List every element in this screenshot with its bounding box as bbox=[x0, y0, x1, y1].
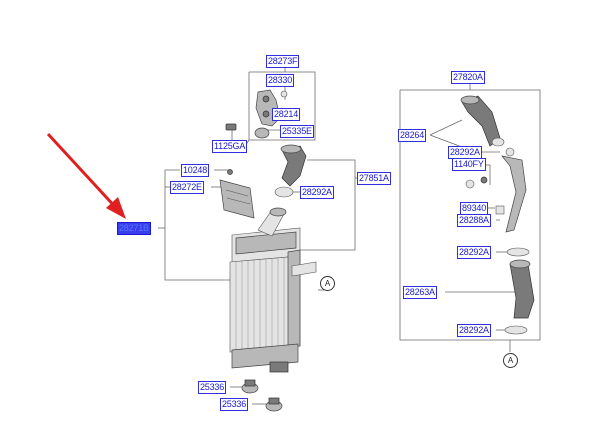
part-label-28271B[interactable]: 28271B bbox=[117, 222, 151, 235]
right-hose-icon bbox=[460, 95, 535, 335]
part-label-28288A[interactable]: 28288A bbox=[457, 214, 491, 227]
part-label-28214[interactable]: 28214 bbox=[272, 108, 301, 121]
air-guide-icon bbox=[219, 169, 255, 219]
part-label-28292A-right-top[interactable]: 28292A bbox=[448, 146, 482, 159]
part-label-28264[interactable]: 28264 bbox=[398, 129, 427, 142]
part-label-25336-lower[interactable]: 25336 bbox=[220, 398, 249, 411]
part-label-28272E[interactable]: 28272E bbox=[170, 181, 204, 194]
intercooler-icon bbox=[229, 207, 317, 373]
part-label-27820A[interactable]: 27820A bbox=[451, 71, 485, 84]
part-label-27851A[interactable]: 27851A bbox=[357, 172, 391, 185]
red-arrow-icon bbox=[46, 132, 126, 219]
part-label-28330[interactable]: 28330 bbox=[266, 74, 295, 87]
part-label-28273F[interactable]: 28273F bbox=[266, 55, 300, 68]
part-label-25335E[interactable]: 25335E bbox=[280, 125, 314, 138]
part-label-28292A-right-mid[interactable]: 28292A bbox=[457, 246, 491, 259]
callout-a-left: A bbox=[320, 276, 335, 291]
callout-a-right: A bbox=[503, 353, 518, 368]
part-label-10248[interactable]: 10248 bbox=[181, 164, 210, 177]
part-label-28292A-right-bottom[interactable]: 28292A bbox=[457, 324, 491, 337]
part-label-25336[interactable]: 25336 bbox=[198, 381, 227, 394]
part-label-28263A[interactable]: 28263A bbox=[403, 286, 437, 299]
part-label-1125GA[interactable]: 1125GA bbox=[212, 140, 248, 153]
hose-icon bbox=[274, 144, 307, 198]
mount-icon bbox=[241, 379, 283, 412]
part-label-28292A-left[interactable]: 28292A bbox=[300, 186, 334, 199]
part-label-1140FY[interactable]: 1140FY bbox=[452, 158, 486, 171]
